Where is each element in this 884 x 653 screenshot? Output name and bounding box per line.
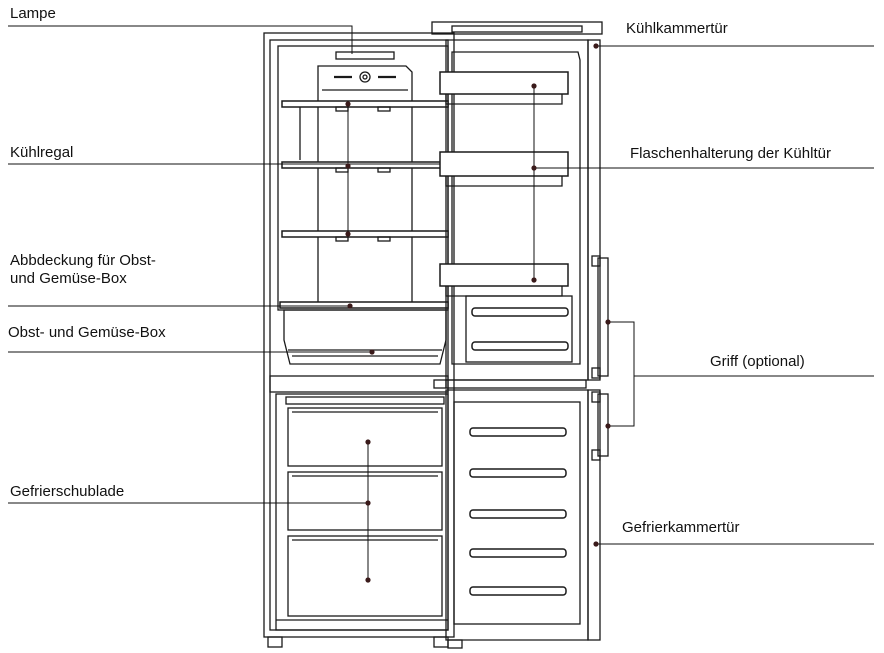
door-balcony-3 [439,263,569,297]
freezer-drawer-3 [287,535,443,617]
freezer-compartment [275,393,449,631]
label-abdeckung-line2: und Gemüse-Box [10,270,127,287]
shelf-2 [281,161,449,169]
door-balcony-1 [439,71,569,105]
crisper-cover [279,301,449,309]
shelf-3 [281,230,449,238]
fridge-door [439,39,609,381]
marker-dots [345,43,611,583]
shelf-1 [281,100,449,160]
label-kuehlregal: Kühlregal [10,144,74,161]
label-gefrierschublade: Gefrierschublade [10,483,125,500]
lamp [335,51,395,60]
fridge-handle [591,255,609,379]
door-balcony-2 [439,151,569,187]
label-gefrierkammertuer: Gefrierkammertür [622,519,740,536]
label-flaschenhalterung: Flaschenhalterung der Kühltür [630,145,831,162]
freezer-drawer-1 [287,407,443,467]
fridge-compartment [277,45,449,365]
freezer-door [445,389,609,649]
label-kuehlkammertuer: Kühlkammertür [626,20,728,37]
leader-lines [8,25,874,580]
label-lampe: Lampe [10,5,56,22]
label-obst-box: Obst- und Gemüse-Box [8,324,166,341]
label-abdeckung-line1: Abbdeckung für Obst- [10,252,156,269]
label-griff: Griff (optional) [710,353,805,370]
freezer-drawer-2 [287,471,443,531]
